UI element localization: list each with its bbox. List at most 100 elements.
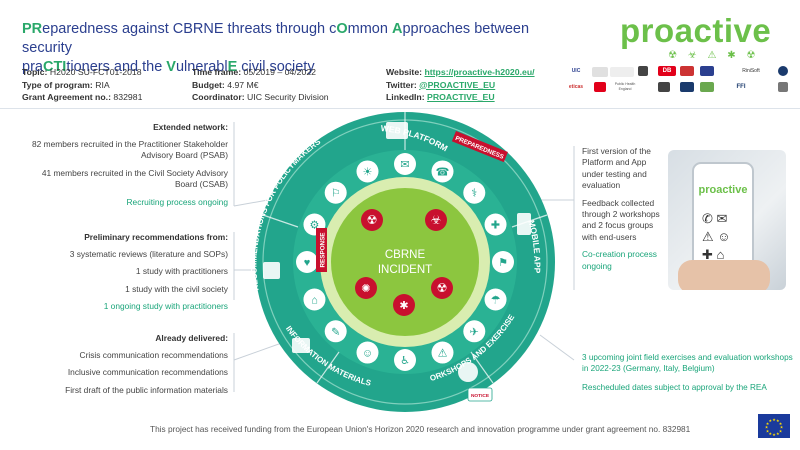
network-heading: Extended network: — [153, 122, 228, 132]
eu-star: ★ — [779, 421, 783, 426]
partner-logo-generic — [658, 82, 670, 92]
title-line-1: PReparedness against CBRNE threats throu… — [22, 21, 530, 56]
ring-icon-glyph: ⚙ — [310, 219, 320, 231]
preparedness-bg — [451, 131, 508, 163]
extended-network-block: Extended network: 82 members recruited i… — [0, 122, 228, 214]
partner-logo-generic — [680, 66, 694, 76]
prelim-item: 1 study with the civil society — [125, 283, 228, 294]
platform-status: First version of the Platform and App un… — [582, 146, 651, 191]
website-link[interactable]: https://proactive-h2020.eu/ — [424, 67, 535, 77]
twitter-link[interactable]: @PROACTIVE_EU — [419, 79, 496, 90]
middle-ring-icons: ✉☎⚕✚⚑☂✈⚠♿☺✎⌂♥⚙⚐☀ — [296, 153, 514, 371]
eu-star: ★ — [765, 425, 769, 430]
ring-icon-glyph: ✈ — [470, 326, 479, 338]
partner-logo-generic — [778, 82, 788, 92]
target-icon — [458, 362, 478, 382]
explosive-icon — [393, 294, 415, 316]
ring-icon-circle — [356, 160, 379, 183]
hazard-icons: ☢ ☣ ⚠ ✱ ☢ — [668, 50, 760, 61]
eu-star: ★ — [772, 417, 776, 422]
chemical-icon — [355, 277, 377, 299]
ring-icon-glyph: ♿ — [400, 355, 410, 367]
eu-star: ★ — [776, 431, 780, 436]
ring-icon-glyph: ⌂ — [311, 295, 318, 307]
delivered-item: First draft of the public information ma… — [65, 384, 228, 395]
cocreation-status: Co-creation process ongoing — [582, 249, 657, 271]
ring-icon-circle — [484, 288, 507, 311]
ring-icon-glyph: ✚ — [491, 219, 500, 231]
ring-icon-circle — [484, 213, 507, 236]
response-label: RESPONSE — [319, 233, 326, 268]
partner-logo-generic — [778, 66, 788, 76]
ring-icon-glyph: ⚑ — [498, 257, 508, 269]
document-icon — [292, 338, 310, 353]
prelim-heading: Preliminary recommendations from: — [84, 232, 228, 242]
meta-program: Topic: H2020 SU-FCT01-2018 Type of progr… — [22, 67, 143, 102]
eu-flag-icon: ★★★★★★★★★★★★ — [758, 414, 790, 438]
partner-logo-generic — [610, 67, 634, 77]
ring-icon-glyph: ✉ — [400, 159, 409, 171]
ring-icon-glyph: ✎ — [331, 326, 340, 338]
ring-icon-glyph: ⚐ — [331, 188, 341, 200]
app-photo: proactive ✆ ✉⚠ ☺✚ ⌂ — [668, 150, 786, 290]
browser-icon — [386, 122, 408, 139]
phone-icon — [517, 213, 531, 235]
center-label-line2: INCIDENT — [378, 264, 432, 276]
feedback-status: Feedback collected through 2 workshops a… — [582, 197, 660, 242]
center-label-line1: CBRNE — [385, 249, 426, 261]
prelim-item: 1 study with practitioners — [135, 266, 228, 276]
eu-star: ★ — [768, 431, 772, 436]
linkedin-link[interactable]: PROACTIVE_EU — [427, 92, 495, 102]
ring-icon-circle — [303, 288, 326, 311]
logo-text: proactive — [620, 12, 772, 49]
project-title: PReparedness against CBRNE threats throu… — [22, 20, 582, 77]
eu-star: ★ — [766, 421, 770, 426]
partner-ffi: FFI — [736, 84, 746, 90]
preliminary-recommendations-block: Preliminary recommendations from: 3 syst… — [0, 232, 228, 319]
eu-star: ★ — [772, 432, 776, 437]
eu-star: ★ — [779, 428, 783, 433]
ring-icon-glyph: ♥ — [304, 257, 311, 269]
delivered-heading: Already delivered: — [155, 333, 228, 343]
ring-icon-circle — [394, 349, 416, 371]
partner-logo-generic — [700, 66, 714, 76]
exercises-rescheduled: Rescheduled dates subject to approval by… — [582, 383, 767, 392]
prelim-item: 1 ongoing study with practitioners — [103, 301, 228, 311]
partner-uic: UIC — [571, 68, 581, 74]
ring-icon-circle — [463, 320, 486, 343]
network-psab: 82 members recruited in the Practitioner… — [32, 138, 228, 161]
ring-icon-glyph: ⚕ — [471, 188, 477, 200]
ring-icon-circle — [296, 251, 318, 273]
already-delivered-block: Already delivered: Crisis communication … — [0, 333, 228, 402]
partner-db: DB — [658, 66, 676, 76]
meta-timing: Time frame: 05/2019 – 04/2022 Budget: 4.… — [192, 67, 329, 102]
outer-band-icons — [263, 122, 531, 382]
platform-status-block: First version of the Platform and App un… — [582, 146, 662, 272]
connector-line — [233, 199, 269, 207]
eu-star: ★ — [768, 418, 772, 423]
ring-icon-glyph: ⚠ — [438, 348, 448, 360]
ring-icon-glyph: ☂ — [491, 295, 501, 307]
ring-icon-glyph: ☀ — [363, 166, 373, 178]
proactive-logo: proactive ☢ ☣ ⚠ ✱ ☢ — [620, 12, 780, 64]
ring-icon-circle — [356, 341, 379, 364]
network-csab: 41 members recruited in the Civil Societ… — [41, 167, 228, 190]
delivered-item: Inclusive communication recommendations — [67, 367, 228, 377]
exercises-upcoming: 3 upcoming joint field exercises and eva… — [582, 353, 793, 373]
ring-icon-circle — [431, 160, 454, 183]
radiation-glyph: ☢ — [367, 213, 378, 227]
header-divider — [0, 108, 800, 109]
biohazard-icon — [425, 209, 447, 231]
biohazard-glyph: ☣ — [431, 213, 442, 227]
nuclear-icon — [431, 277, 453, 299]
hazard-symbols: ☢ ☣ ✺ ✱ ☢ — [355, 209, 453, 316]
partner-phe: Public Health England — [614, 82, 636, 91]
network-status: Recruiting process ongoing — [126, 196, 229, 207]
funding-statement: This project has received funding from t… — [150, 424, 691, 434]
delivered-item: Crisis communication recommendations — [79, 349, 228, 360]
partner-logo-generic — [680, 82, 694, 92]
notice-label: NOTICE — [471, 393, 490, 399]
app-brand: proactive — [698, 184, 748, 196]
ring-icon-circle — [324, 320, 347, 343]
